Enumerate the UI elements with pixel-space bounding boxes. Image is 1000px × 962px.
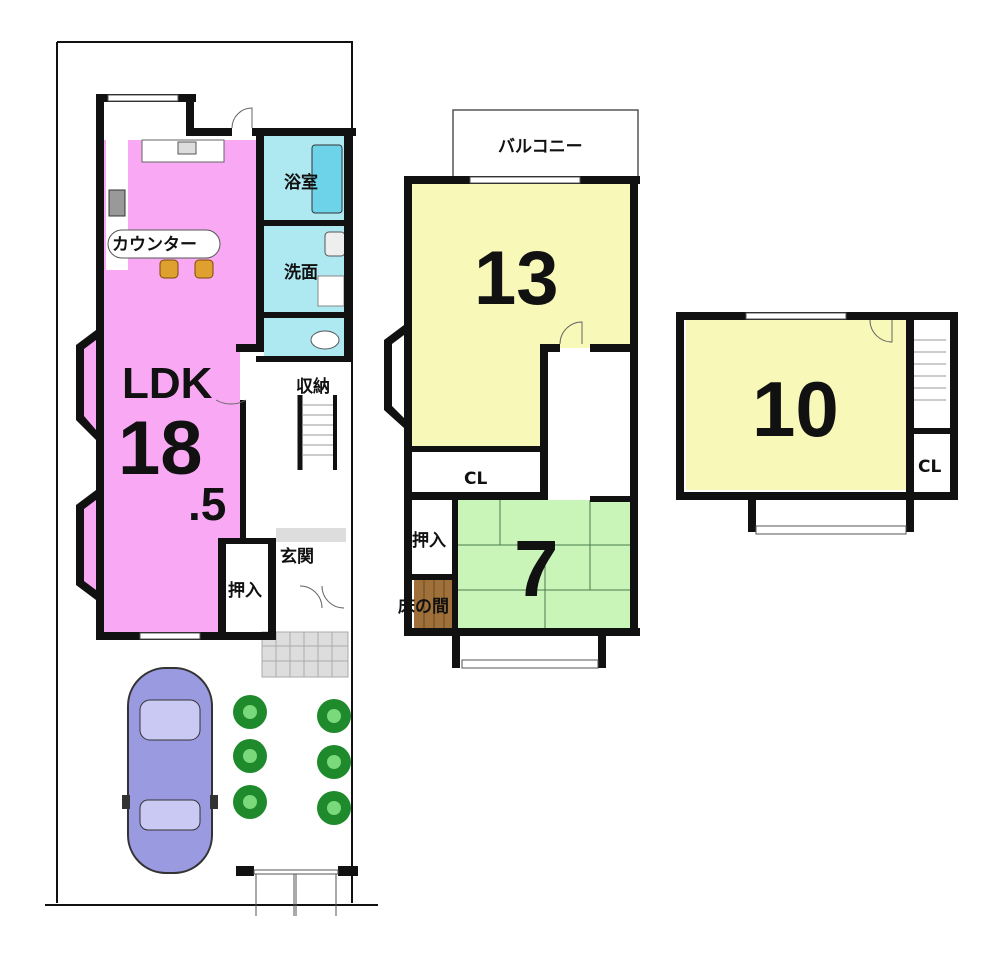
balcony-label: バルコニー <box>498 137 583 157</box>
floor-3: 10 CL <box>676 312 958 535</box>
room-13-size: 13 <box>474 236 559 321</box>
tokonoma-label: 床の間 <box>398 596 449 617</box>
bath-label: 浴室 <box>284 172 318 193</box>
room-10-size: 10 <box>752 365 839 453</box>
plant-icon <box>317 791 351 825</box>
entrance-label: 玄関 <box>280 546 314 567</box>
gate <box>236 866 358 916</box>
car-icon <box>122 667 218 874</box>
floor-1: カウンター 浴室 洗面 収納 玄関 押入 LDK 18 .5 <box>76 94 358 916</box>
stool <box>194 259 214 279</box>
counter-top <box>107 229 221 259</box>
cl-label-3f: CL <box>918 457 941 477</box>
plant-icon <box>317 699 351 733</box>
plant-icon <box>233 695 267 729</box>
plants <box>233 695 351 825</box>
walls-floor-2 <box>384 176 640 668</box>
balcony <box>452 109 639 179</box>
japanese-room-size: 7 <box>514 524 559 613</box>
ldk-size-decimal: .5 <box>188 478 226 530</box>
room-10 <box>686 320 906 490</box>
storage-label: 収納 <box>296 376 330 397</box>
cl-label-2f: CL <box>464 469 487 489</box>
closet-label-2f: 押入 <box>412 530 446 551</box>
ldk-size-main: 18 <box>118 406 203 491</box>
plant-icon <box>233 785 267 819</box>
plant-icon <box>233 739 267 773</box>
plant-icon <box>317 745 351 779</box>
porch <box>261 631 349 678</box>
lot-boundary <box>45 41 378 906</box>
ldk-name: LDK <box>122 359 213 408</box>
closet-label-1f: 押入 <box>228 580 262 601</box>
tokonoma <box>414 580 452 628</box>
washroom-label: 洗面 <box>284 262 318 283</box>
room-13 <box>412 184 630 446</box>
counter-label: カウンター <box>112 235 197 255</box>
floor-2: バルコニー 13 CL 押入 床の間 7 <box>384 109 640 669</box>
stool <box>159 259 179 279</box>
japanese-room-7 <box>458 500 630 628</box>
